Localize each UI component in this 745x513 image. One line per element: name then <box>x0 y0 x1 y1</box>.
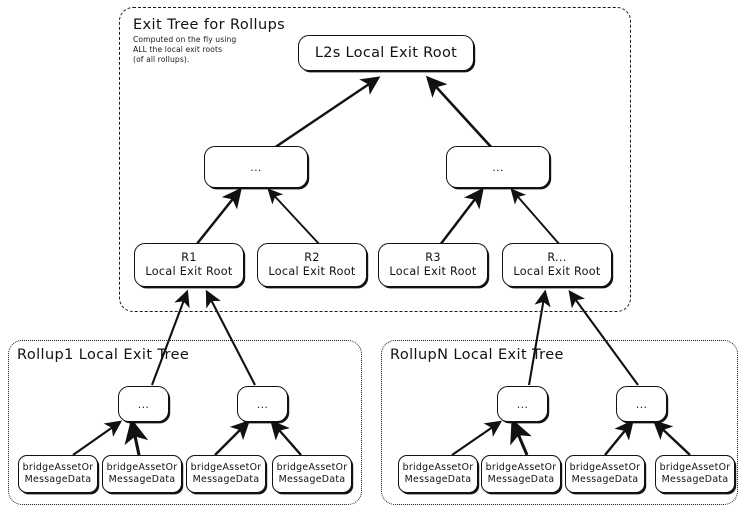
node-label: ... <box>635 397 648 411</box>
rollup1-panel <box>8 340 362 505</box>
node-rollupn-mid-left[interactable]: ... <box>497 386 548 422</box>
node-label: ... <box>137 397 150 411</box>
node-rollup-rdots[interactable]: R... Local Exit Root <box>502 243 612 287</box>
leaf-line2: MessageData <box>24 474 92 485</box>
exit-tree-panel <box>119 7 631 312</box>
node-rollup-sub: Local Exit Root <box>268 265 356 278</box>
node-rollup-name: R1 <box>181 251 197 264</box>
rollupn-panel <box>381 340 738 505</box>
node-l2s-local-exit-root[interactable]: L2s Local Exit Root <box>298 35 474 71</box>
node-rollup-r3[interactable]: R3 Local Exit Root <box>378 243 488 287</box>
node-rollupn-leaf-3[interactable]: bridgeAssetOr MessageData <box>565 455 645 493</box>
leaf-line2: MessageData <box>108 474 176 485</box>
leaf-line1: bridgeAssetOr <box>569 462 641 473</box>
leaf-line1: bridgeAssetOr <box>485 462 557 473</box>
node-rollupn-mid-right[interactable]: ... <box>616 386 667 422</box>
node-rollup1-mid-left[interactable]: ... <box>118 386 169 422</box>
leaf-line1: bridgeAssetOr <box>106 462 178 473</box>
node-label: L2s Local Exit Root <box>314 45 458 61</box>
exit-tree-panel-title: Exit Tree for Rollups <box>133 17 286 33</box>
leaf-line1: bridgeAssetOr <box>659 462 731 473</box>
leaf-line1: bridgeAssetOr <box>402 462 474 473</box>
leaf-line1: bridgeAssetOr <box>190 462 262 473</box>
node-rollup1-mid-right[interactable]: ... <box>237 386 288 422</box>
node-rollup-r1[interactable]: R1 Local Exit Root <box>134 243 244 287</box>
node-rollup-sub: Local Exit Root <box>513 265 601 278</box>
node-mid-right[interactable]: ... <box>446 146 550 188</box>
exit-tree-panel-subtitle: Computed on the fly using ALL the local … <box>133 35 237 65</box>
node-rollup-name: R2 <box>304 251 320 264</box>
node-rollupn-leaf-1[interactable]: bridgeAssetOr MessageData <box>398 455 478 493</box>
leaf-line2: MessageData <box>404 474 472 485</box>
node-rollup1-leaf-3[interactable]: bridgeAssetOr MessageData <box>186 455 266 493</box>
leaf-line2: MessageData <box>661 474 729 485</box>
leaf-line2: MessageData <box>192 474 260 485</box>
node-rollup-sub: Local Exit Root <box>145 265 233 278</box>
node-label: ... <box>256 397 269 411</box>
leaf-line2: MessageData <box>571 474 639 485</box>
node-rollupn-leaf-4[interactable]: bridgeAssetOr MessageData <box>655 455 735 493</box>
node-label: ... <box>250 160 262 174</box>
node-rollup-name: R... <box>547 251 567 264</box>
leaf-line1: bridgeAssetOr <box>22 462 94 473</box>
leaf-line2: MessageData <box>278 474 346 485</box>
node-rollup1-leaf-2[interactable]: bridgeAssetOr MessageData <box>102 455 182 493</box>
node-rollup-r2[interactable]: R2 Local Exit Root <box>257 243 367 287</box>
node-rollupn-leaf-2[interactable]: bridgeAssetOr MessageData <box>481 455 561 493</box>
node-rollup-sub: Local Exit Root <box>389 265 477 278</box>
node-mid-left[interactable]: ... <box>204 146 308 188</box>
rollupn-panel-title: RollupN Local Exit Tree <box>390 347 564 363</box>
rollup1-panel-title: Rollup1 Local Exit Tree <box>17 347 190 363</box>
node-label: ... <box>492 160 504 174</box>
node-rollup-name: R3 <box>425 251 441 264</box>
leaf-line1: bridgeAssetOr <box>276 462 348 473</box>
node-rollup1-leaf-4[interactable]: bridgeAssetOr MessageData <box>272 455 352 493</box>
node-rollup1-leaf-1[interactable]: bridgeAssetOr MessageData <box>18 455 98 493</box>
node-label: ... <box>516 397 529 411</box>
leaf-line2: MessageData <box>487 474 555 485</box>
